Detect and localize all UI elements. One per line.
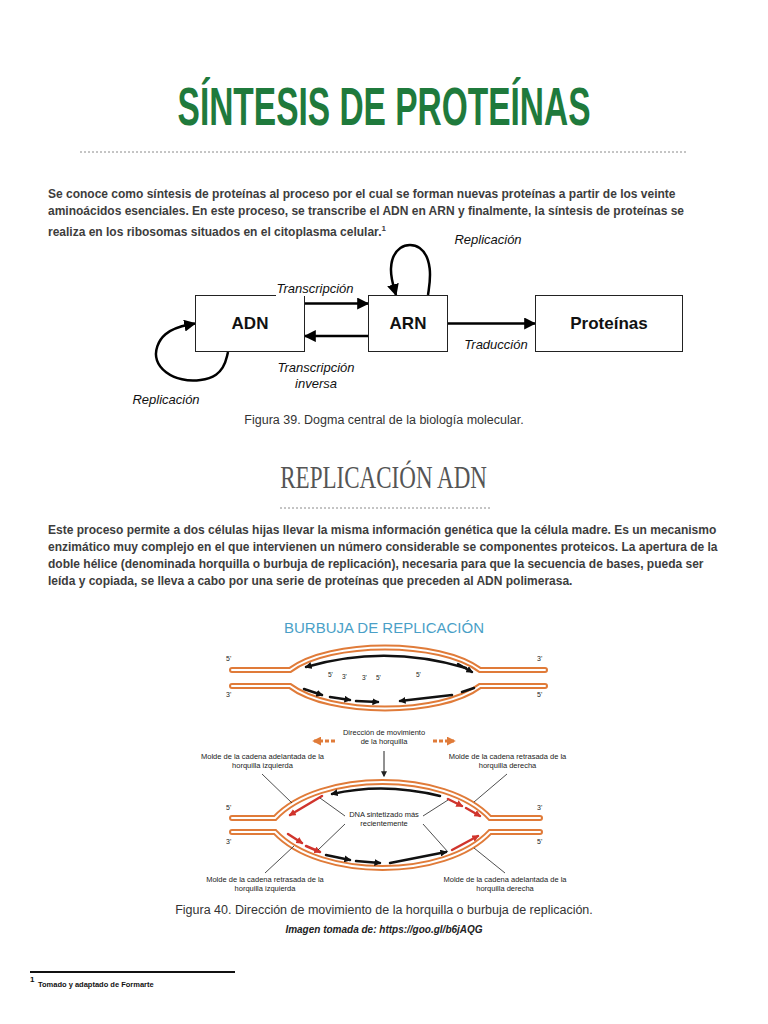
flow-arrow <box>305 335 368 338</box>
callout-label: Molde de la cadena retrasada de la horqu… <box>206 875 324 893</box>
strand-end-label-holder: 5' <box>416 671 421 679</box>
body-paragraph-holder: Se conoce como síntesis de proteínas al … <box>48 186 720 241</box>
body-paragraph-holder: Este proceso permite a dos células hijas… <box>48 522 720 590</box>
footnote-rule <box>30 971 235 973</box>
strand-end-label: 5' <box>226 804 231 811</box>
strand-end-label: 5' <box>328 671 333 678</box>
process-box: Proteínas <box>535 295 683 352</box>
strand-end-label: 3' <box>362 674 367 681</box>
direction-label-holder: Dirección de movimiento de la horquilla <box>339 728 429 746</box>
strand-end-label: 5' <box>416 671 421 678</box>
image-source: Imagen tomada de: https://goo.gl/b6jAQG <box>285 924 482 935</box>
box-label: Proteínas <box>570 314 647 334</box>
strand-end-label-holder: 3' <box>537 804 542 812</box>
arrow-label: Replicación <box>454 232 521 247</box>
callout-label: Molde de la cadena adelantada de la horq… <box>443 875 566 893</box>
footnote-text: Tomado y adaptado de Formarte <box>38 980 154 989</box>
body-paragraph: Este proceso permite a dos células hijas… <box>48 523 718 588</box>
footnote-number-holder: 1 <box>30 975 34 985</box>
title-rule <box>80 152 688 153</box>
strand-end-label: 3' <box>342 673 347 680</box>
strand-end-label: 5' <box>226 655 231 662</box>
image-source-holder: Imagen tomada de: https://goo.gl/b6jAQG <box>0 924 768 936</box>
figure-title-holder: BURBUJA DE REPLICACIÓN <box>234 619 534 637</box>
process-box: ARN <box>368 295 448 352</box>
strand-end-label-holder: 5' <box>537 691 542 699</box>
flow-arrow <box>448 322 535 325</box>
arrow-label: Transcripción <box>276 281 353 296</box>
box-label: ARN <box>390 314 427 334</box>
process-box: ADN <box>195 295 305 352</box>
replication-bubble-bottom <box>232 782 540 868</box>
section-heading-holder: REPLICACIÓN ADN <box>0 458 768 496</box>
strand-end-label: 3' <box>226 838 231 845</box>
body-paragraph: Se conoce como síntesis de proteínas al … <box>48 187 684 239</box>
callout-label-holder: Molde de la cadena adelantada de la horq… <box>200 752 325 770</box>
strand-end-label-holder: 5' <box>226 804 231 812</box>
callout-label-holder: Molde de la cadena retrasada de la horqu… <box>200 875 330 893</box>
strand-end-label-holder: 3' <box>342 673 347 681</box>
arrow-label-holder: Replicación <box>448 232 528 248</box>
strand-end-label: 5' <box>537 691 542 698</box>
figure-caption-holder: Figura 39. Dogma central de la biología … <box>0 413 768 428</box>
footnote-marker: 1 <box>381 224 385 233</box>
replication-bubble-top <box>232 648 545 709</box>
strand-end-label-holder: 3' <box>537 655 542 663</box>
heading-rule <box>280 508 490 509</box>
arrow-label: Transcripción inversa <box>277 360 354 391</box>
arrow-label-holder: Replicación <box>126 392 206 408</box>
strand-end-label-holder: 5' <box>328 671 333 679</box>
callout-label: Molde de la cadena adelantada de la horq… <box>201 752 324 770</box>
footnote-number: 1 <box>30 975 34 984</box>
arrow-label-holder: Transcripción <box>265 281 365 297</box>
strand-end-label-holder: 5' <box>376 674 381 682</box>
fork-direction-arrows <box>314 741 454 776</box>
callout-label: DNA sintetizado más recientemente <box>349 810 419 828</box>
strand-end-label: 3' <box>537 655 542 662</box>
arrow-label: Traducción <box>464 337 527 352</box>
strand-end-label-holder: 3' <box>226 838 231 846</box>
direction-label: Dirección de movimiento de la horquilla <box>343 728 425 746</box>
callout-label: Molde de la cadena retrasada de la horqu… <box>449 752 567 770</box>
callout-label-holder: DNA sintetizado más recientemente <box>348 810 420 828</box>
footnote-text-holder: Tomado y adaptado de Formarte <box>38 980 154 989</box>
arrow-label-holder: Transcripción inversa <box>270 360 362 391</box>
arrow-label: Replicación <box>132 392 199 407</box>
strand-end-label-holder: 5' <box>537 838 542 846</box>
box-label: ADN <box>232 314 269 334</box>
flow-arrow <box>391 245 430 295</box>
strand-end-label: 3' <box>537 804 542 811</box>
figure-caption-holder: Figura 40. Dirección de movimiento de la… <box>0 903 768 918</box>
section-heading: REPLICACIÓN ADN <box>281 458 488 496</box>
callout-label-holder: Molde de la cadena retrasada de la horqu… <box>445 752 570 770</box>
strand-end-label: 5' <box>376 674 381 681</box>
page-title: SÍNTESIS DE PROTEÍNAS <box>178 74 591 139</box>
figure-caption: Figura 40. Dirección de movimiento de la… <box>175 903 593 917</box>
callout-label-holder: Molde de la cadena adelantada de la horq… <box>440 875 570 893</box>
strand-end-label-holder: 3' <box>362 674 367 682</box>
flow-arrow <box>305 302 368 305</box>
arrow-label-holder: Traducción <box>458 337 534 353</box>
strand-end-label-holder: 5' <box>226 655 231 663</box>
figure-title: BURBUJA DE REPLICACIÓN <box>284 619 484 636</box>
strand-end-label: 3' <box>226 691 231 698</box>
figure-caption: Figura 39. Dogma central de la biología … <box>244 413 523 427</box>
strand-end-label-holder: 3' <box>226 691 231 699</box>
leader-lines <box>262 774 507 873</box>
page-title-holder: SÍNTESIS DE PROTEÍNAS <box>0 74 768 139</box>
strand-end-label: 5' <box>537 838 542 845</box>
